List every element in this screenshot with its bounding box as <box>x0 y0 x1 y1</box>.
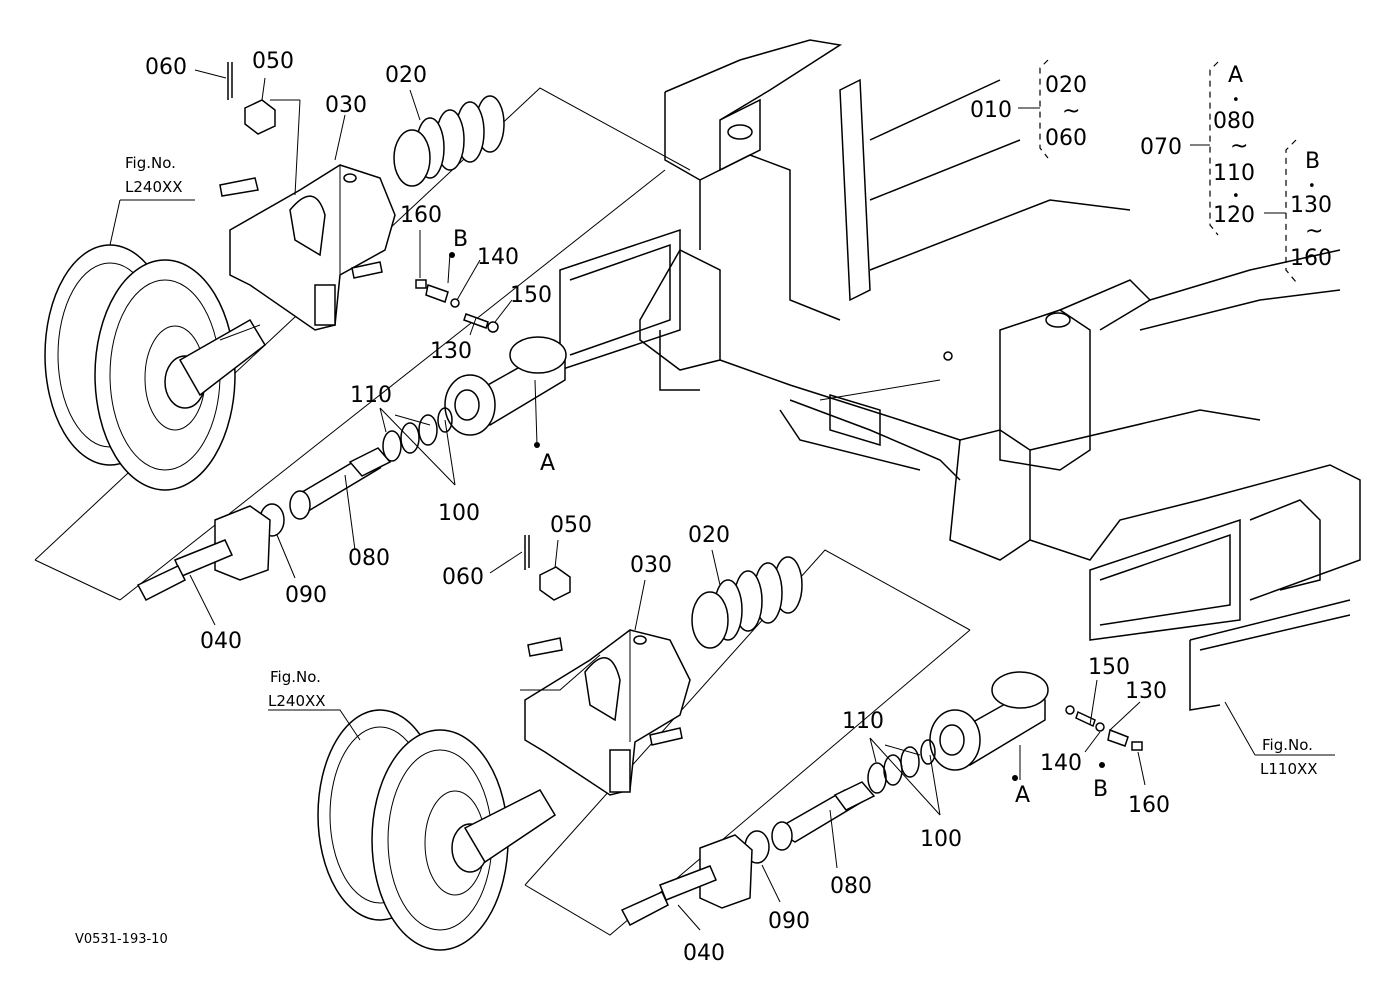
callout: 160 <box>400 203 442 228</box>
callout: 040 <box>683 941 725 966</box>
tree-dot-2: • <box>1232 189 1240 204</box>
callout: 140 <box>1040 751 1082 776</box>
callout: 030 <box>325 93 367 118</box>
callout: B <box>1093 777 1108 802</box>
callout: 050 <box>252 49 294 74</box>
tree-letter-A: A <box>1228 63 1243 88</box>
callout: 080 <box>348 546 390 571</box>
callout: 100 <box>438 501 480 526</box>
fig-ref-label: Fig.No. <box>270 668 321 686</box>
callout: 150 <box>510 283 552 308</box>
upper-bracket-030 <box>219 164 396 331</box>
lower-cylinder-A <box>929 671 1049 771</box>
upper-spring-020 <box>393 95 505 187</box>
fig-ref-label: Fig.No. <box>1262 736 1313 754</box>
callout: 090 <box>768 909 810 934</box>
lower-spring-020 <box>691 556 803 649</box>
lower-shaft-080 <box>771 781 876 851</box>
callout: 020 <box>385 63 427 88</box>
tree-130: 130 <box>1290 193 1332 218</box>
callout: 110 <box>350 383 392 408</box>
upper-callouts: 060 050 030 020 160 B 140 150 130 110 A … <box>145 49 555 654</box>
tree-labels: 010 020 ~ 060 070 A • 080 ~ 110 • 120 B … <box>970 63 1332 271</box>
callout: 060 <box>442 565 484 590</box>
callout: A <box>540 451 555 476</box>
upper-nut-050 <box>244 99 276 135</box>
tree-letter-B: B <box>1305 149 1320 174</box>
tree-120: 120 <box>1213 203 1255 228</box>
lower-callouts: 060 050 030 020 110 150 130 140 B 160 A … <box>442 513 1170 966</box>
lower-o-rings <box>867 739 936 794</box>
callout: 020 <box>688 523 730 548</box>
upper-idler-wheel <box>44 244 266 491</box>
leader-lines <box>109 69 1335 931</box>
tree-020: 020 <box>1045 73 1087 98</box>
callout: 140 <box>477 245 519 270</box>
callout: 110 <box>842 709 884 734</box>
lower-cotter-pin-060 <box>524 535 530 570</box>
tree-110: 110 <box>1213 161 1255 186</box>
tree-dot: • <box>1232 93 1240 108</box>
callout: 050 <box>550 513 592 538</box>
tree-tilde-3: ~ <box>1305 219 1323 244</box>
upper-cylinder-A <box>444 336 567 436</box>
tree-080: 080 <box>1213 109 1255 134</box>
callout: 100 <box>920 827 962 852</box>
callout: 160 <box>1128 793 1170 818</box>
callout: 090 <box>285 583 327 608</box>
fig-ref-code: L110XX <box>1260 760 1318 778</box>
callout: 130 <box>430 339 472 364</box>
upper-shaft-080 <box>289 447 392 520</box>
fig-references: Fig.No. L240XX Fig.No. L240XX Fig.No. L1… <box>125 154 1318 778</box>
callout: 030 <box>630 553 672 578</box>
upper-grease-fitting <box>415 279 499 333</box>
lower-grease-fitting <box>1065 705 1143 751</box>
lower-nut-050 <box>539 566 571 601</box>
tree-tilde-2: ~ <box>1230 134 1248 159</box>
lower-assembly <box>317 535 1143 951</box>
assembly-tree-brackets <box>1018 59 1297 283</box>
tree-tilde: ~ <box>1062 99 1080 124</box>
callout: 080 <box>830 874 872 899</box>
fig-ref-code: L240XX <box>268 692 326 710</box>
fig-ref-label: Fig.No. <box>125 154 176 172</box>
callout: 060 <box>145 55 187 80</box>
tree-070: 070 <box>1140 135 1182 160</box>
upper-cotter-pin-060 <box>227 62 233 100</box>
reference-dots <box>449 252 1105 781</box>
track-frame <box>559 39 1361 711</box>
callout: B <box>453 227 468 252</box>
lower-idler-wheel <box>317 709 557 951</box>
tree-060: 060 <box>1045 126 1087 151</box>
callout: 150 <box>1088 655 1130 680</box>
callout: 040 <box>200 629 242 654</box>
fig-ref-code: L240XX <box>125 178 183 196</box>
lower-bracket-030 <box>524 629 691 796</box>
upper-assembly <box>34 62 691 602</box>
tree-160: 160 <box>1290 246 1332 271</box>
tree-010: 010 <box>970 98 1012 123</box>
upper-o-rings <box>382 407 453 462</box>
lower-pin-040 <box>620 834 753 927</box>
tree-dot-3: • <box>1308 179 1316 194</box>
upper-pin-040 <box>136 505 271 602</box>
callout: 130 <box>1125 679 1167 704</box>
diagram-code: V0531-193-10 <box>75 932 168 947</box>
callout: A <box>1015 783 1030 808</box>
